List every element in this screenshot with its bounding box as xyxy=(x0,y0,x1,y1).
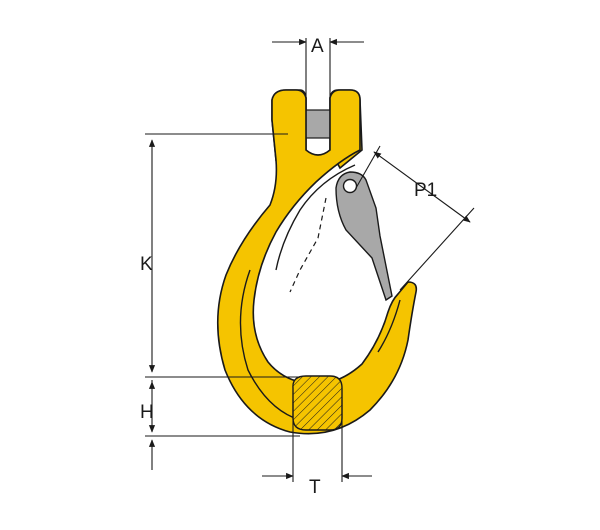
hook-hidden-edge xyxy=(289,197,327,293)
label-p1: P1 xyxy=(414,180,437,201)
label-h: H xyxy=(140,402,154,423)
hook-cross-section xyxy=(292,375,343,431)
clevis-link-insert xyxy=(305,109,331,139)
hook-inner-groove xyxy=(239,269,301,421)
dim-p1-line xyxy=(373,151,471,223)
hook-main xyxy=(216,89,418,435)
label-a: A xyxy=(311,36,324,57)
safety-latch xyxy=(335,171,393,302)
latch-plate xyxy=(335,171,393,302)
dim-p1-ext-2 xyxy=(399,207,475,291)
hook-body xyxy=(216,89,418,435)
label-t: T xyxy=(309,477,321,498)
latch-pivot-pin xyxy=(342,178,358,194)
dimension-lines xyxy=(145,38,475,482)
hook-inner-groove-2 xyxy=(275,164,356,271)
hook-tip-groove xyxy=(377,299,401,353)
label-k: K xyxy=(140,254,153,275)
